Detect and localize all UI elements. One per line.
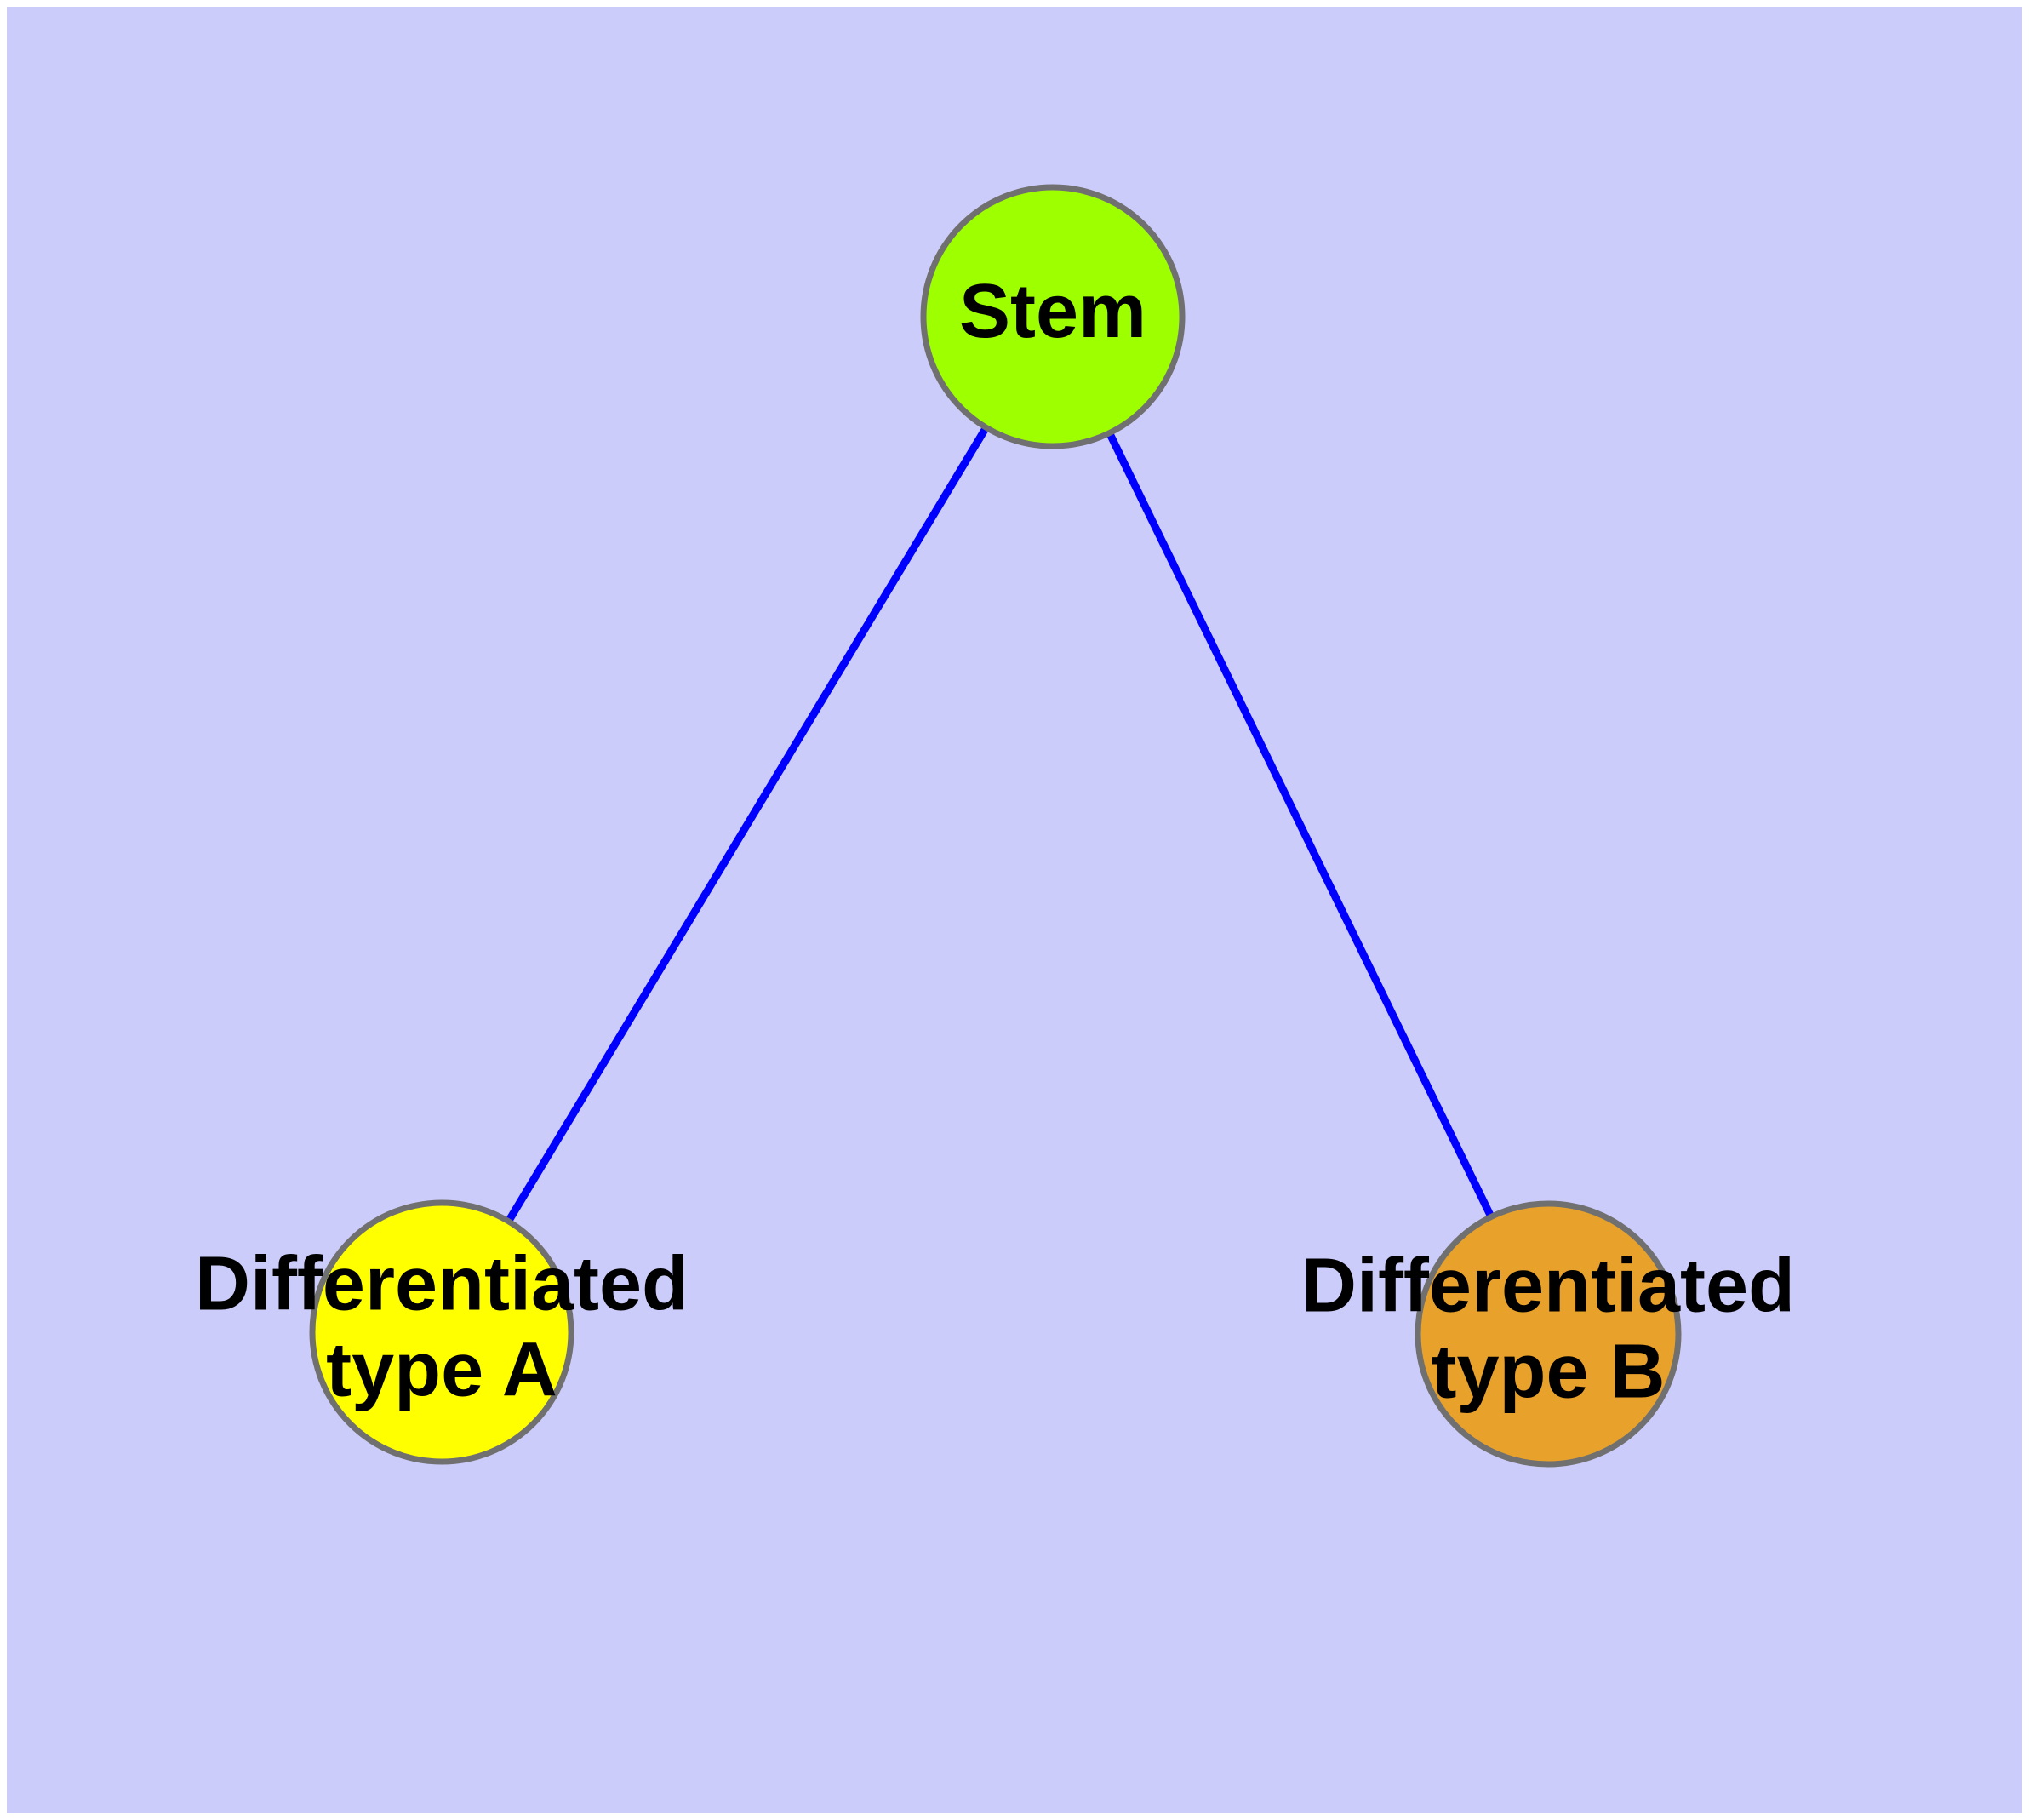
- node-label-line: Differentiated: [195, 1241, 689, 1326]
- node-label-line: type A: [326, 1327, 557, 1412]
- node-label-line: Stem: [959, 269, 1146, 354]
- node-label-stem: Stem: [959, 269, 1146, 354]
- edge-stem-diff-a[interactable]: [438, 314, 1056, 1335]
- node-diff_b[interactable]: [1415, 1200, 1682, 1468]
- edges-layer: [438, 314, 1552, 1336]
- node-label-line: type B: [1431, 1329, 1665, 1414]
- node-diff_a[interactable]: [309, 1199, 574, 1465]
- edge-stem-diff-b[interactable]: [1049, 315, 1552, 1336]
- node-label-line: Differentiated: [1301, 1243, 1795, 1328]
- node-stem[interactable]: [920, 184, 1186, 449]
- nodes-layer: [309, 184, 1682, 1468]
